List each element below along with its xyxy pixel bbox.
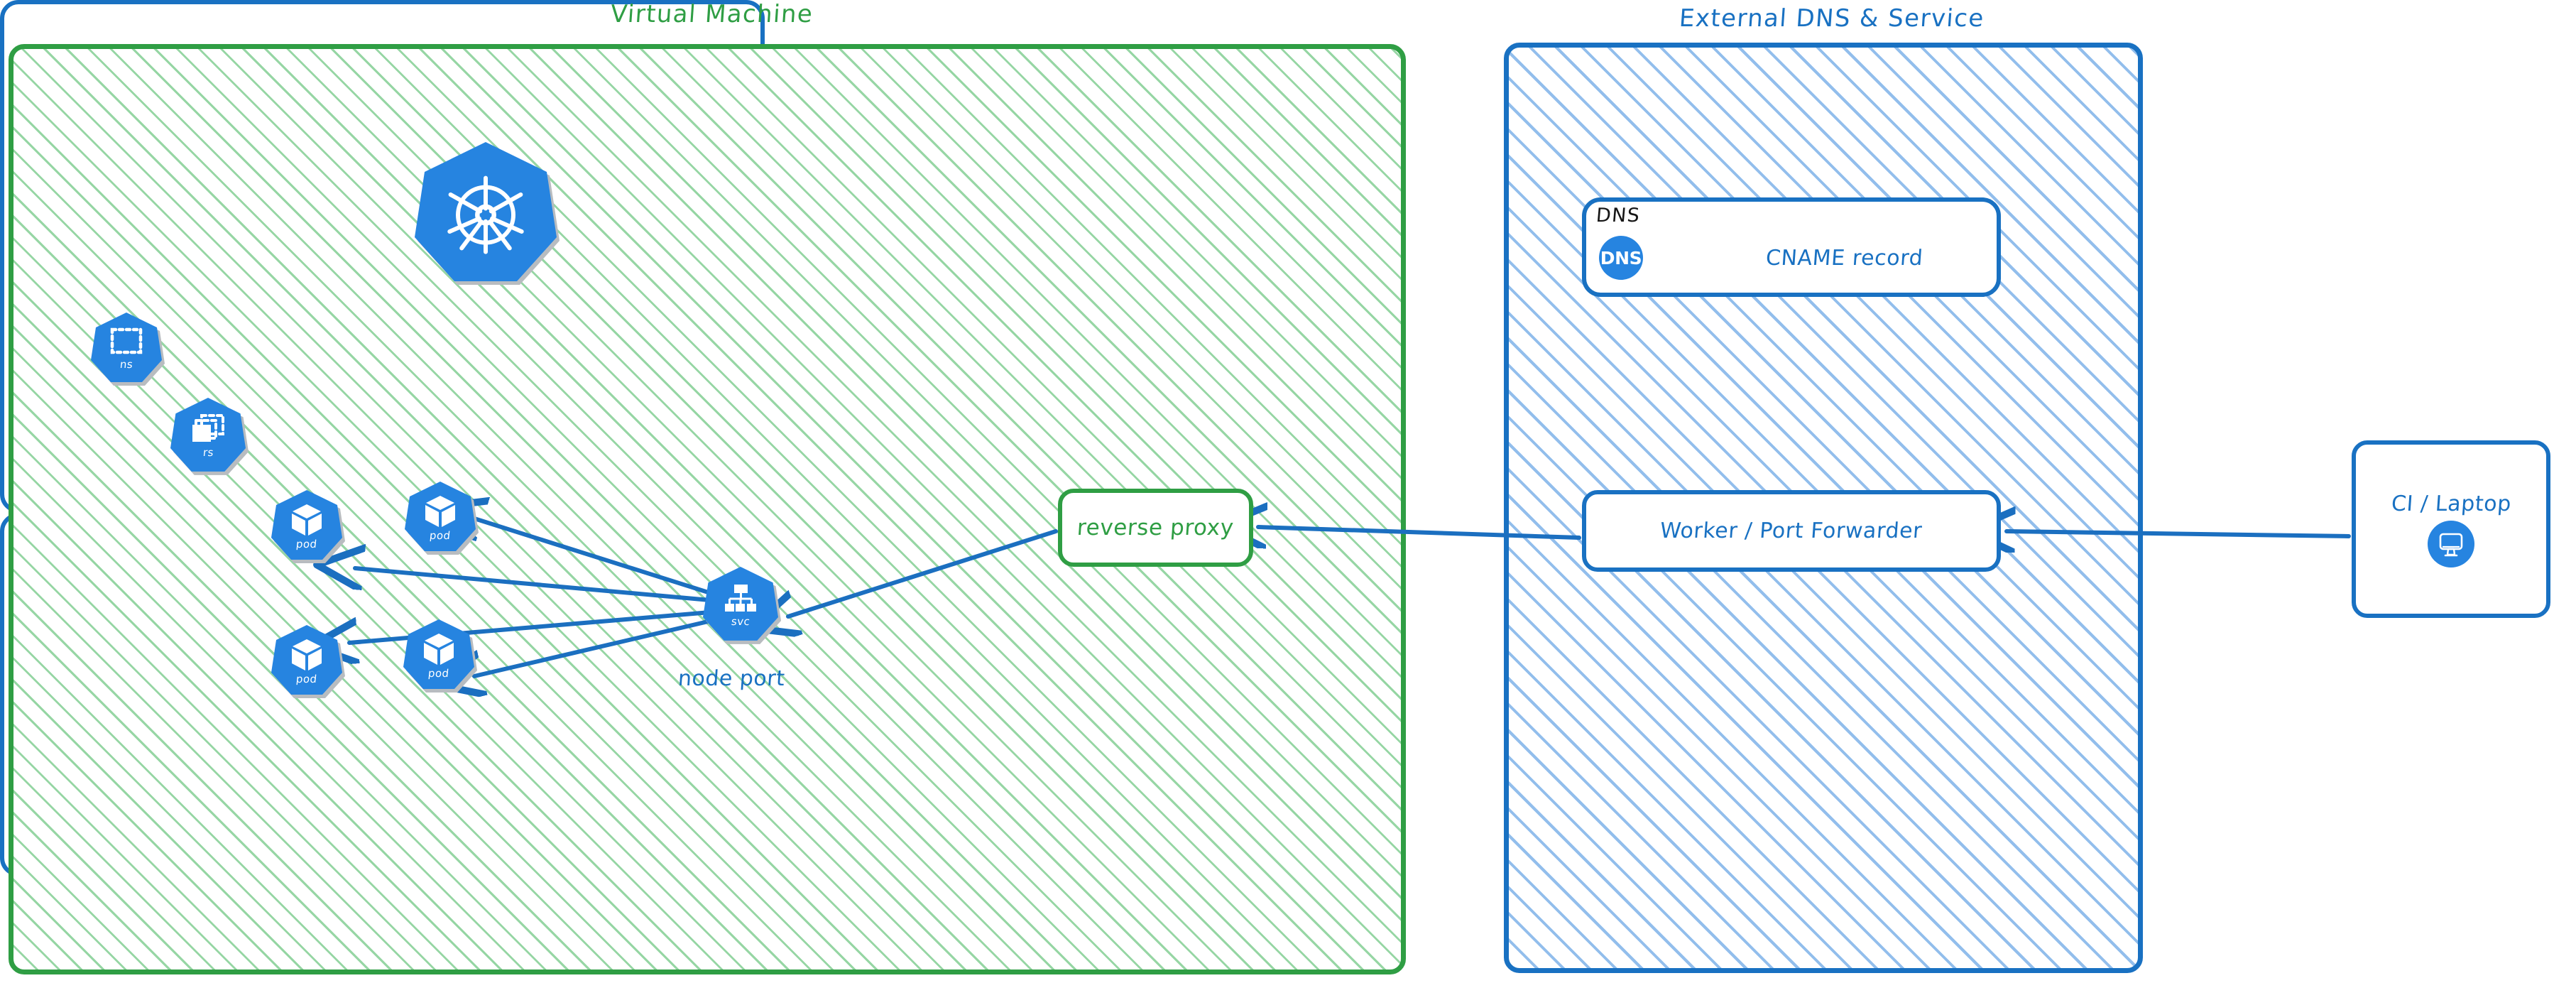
kubernetes-replicaset-icon[interactable]: rs xyxy=(170,398,249,475)
ci-laptop-label: CI / Laptop xyxy=(2390,491,2512,516)
kubernetes-pod-icon[interactable]: pod xyxy=(271,625,345,698)
reverse-proxy-node[interactable]: reverse proxy xyxy=(1058,489,1253,567)
reverse-proxy-label: reverse proxy xyxy=(1076,515,1235,541)
cname-record-label: CNAME record xyxy=(1765,245,1924,271)
pod-icon-caption: pod xyxy=(295,537,318,550)
kubernetes-namespace-icon[interactable]: ns xyxy=(91,313,165,386)
dns-card-tag: DNS xyxy=(1595,205,1642,227)
service-icon-caption: svc xyxy=(731,614,751,628)
desktop-monitor-icon xyxy=(2428,520,2474,567)
replicaset-icon-caption: rs xyxy=(202,445,214,459)
cname-record-text-wrap: CNAME record xyxy=(1717,236,1972,280)
kubernetes-pod-icon[interactable]: pod xyxy=(405,482,479,555)
dns-card[interactable] xyxy=(1582,197,2001,297)
namespace-icon-caption: ns xyxy=(119,357,134,371)
kubernetes-pod-icon[interactable]: pod xyxy=(403,619,477,693)
pod-icon-caption: pod xyxy=(295,672,318,685)
group-title-external-dns-service: External DNS & Service xyxy=(1678,4,1986,33)
worker-port-forwarder-node[interactable]: Worker / Port Forwarder xyxy=(1582,490,2001,572)
pod-icon-caption: pod xyxy=(427,666,450,680)
kubernetes-logo-icon xyxy=(415,142,560,285)
ci-laptop-node[interactable]: CI / Laptop xyxy=(2352,440,2550,618)
worker-port-forwarder-label: Worker / Port Forwarder xyxy=(1659,518,1923,543)
group-title-virtual-machine: Virtual Machine xyxy=(609,0,814,28)
dns-badge-icon: DNS xyxy=(1599,236,1643,280)
kubernetes-pod-icon[interactable]: pod xyxy=(271,490,345,563)
pod-icon-caption: pod xyxy=(429,528,452,542)
node-port-label: node port xyxy=(677,666,786,691)
kubernetes-service-icon[interactable]: svc xyxy=(703,567,781,644)
